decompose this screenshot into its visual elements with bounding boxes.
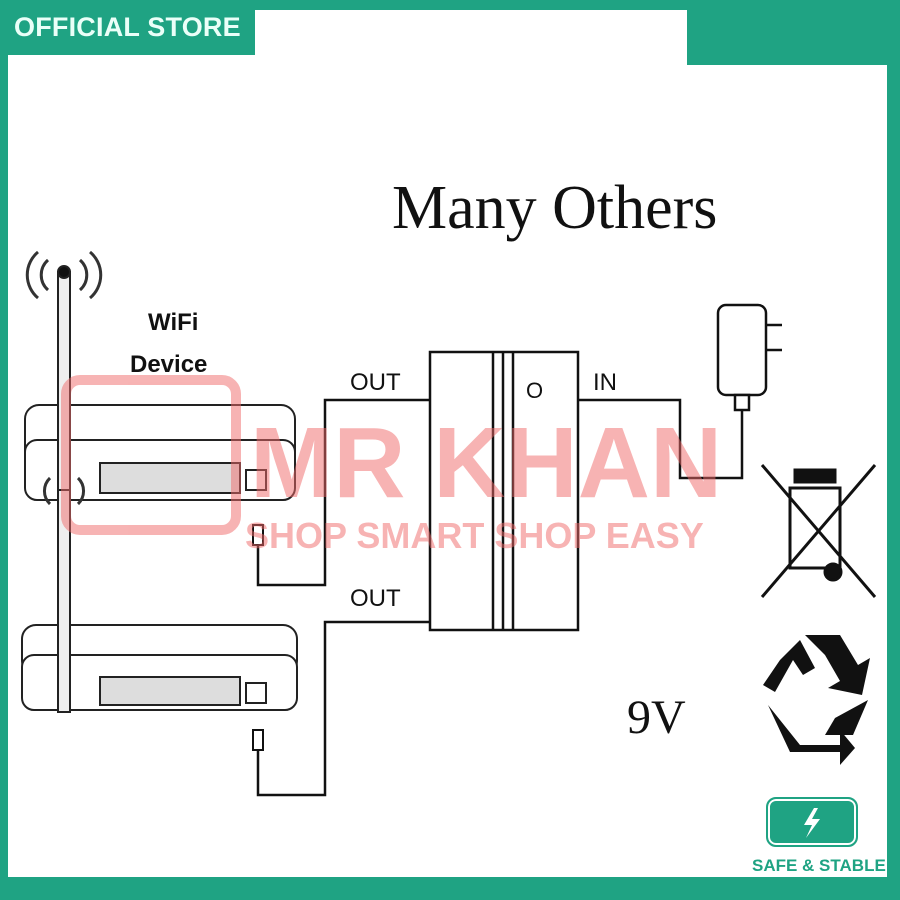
diagram-title: Many Others xyxy=(392,174,717,242)
weee-bin-icon xyxy=(760,464,877,598)
safe-stable-badge xyxy=(766,797,858,847)
switch-label: O xyxy=(526,378,543,403)
power-adapter-icon xyxy=(716,303,782,412)
watermark-brand: MR KHAN xyxy=(250,407,722,519)
device-label-line2: Device xyxy=(130,351,207,378)
lightning-icon xyxy=(804,808,820,838)
watermark-slogan: SHOP SMART SHOP EASY xyxy=(245,515,704,556)
dc-plug-icon xyxy=(252,524,264,751)
router-2 xyxy=(21,489,298,713)
device-label-line1: WiFi xyxy=(148,309,198,336)
out-label-2: OUT xyxy=(350,585,401,612)
in-label: IN xyxy=(593,369,617,396)
safe-stable-label: SAFE & STABLE xyxy=(752,856,886,875)
router-1 xyxy=(24,265,296,503)
watermark-logo-icon xyxy=(61,375,241,535)
voltage-label: 9V xyxy=(627,691,686,744)
cables xyxy=(256,398,744,797)
official-store-label: OFFICIAL STORE xyxy=(14,12,241,42)
power-splitter-box xyxy=(428,350,580,632)
wifi-signal-icon xyxy=(25,250,103,300)
wifi-signal-icon xyxy=(43,476,85,506)
recycle-icon xyxy=(763,635,870,765)
watermark: MR KHAN SHOP SMART SHOP EASY xyxy=(61,375,722,556)
out-label-1: OUT xyxy=(350,369,401,396)
